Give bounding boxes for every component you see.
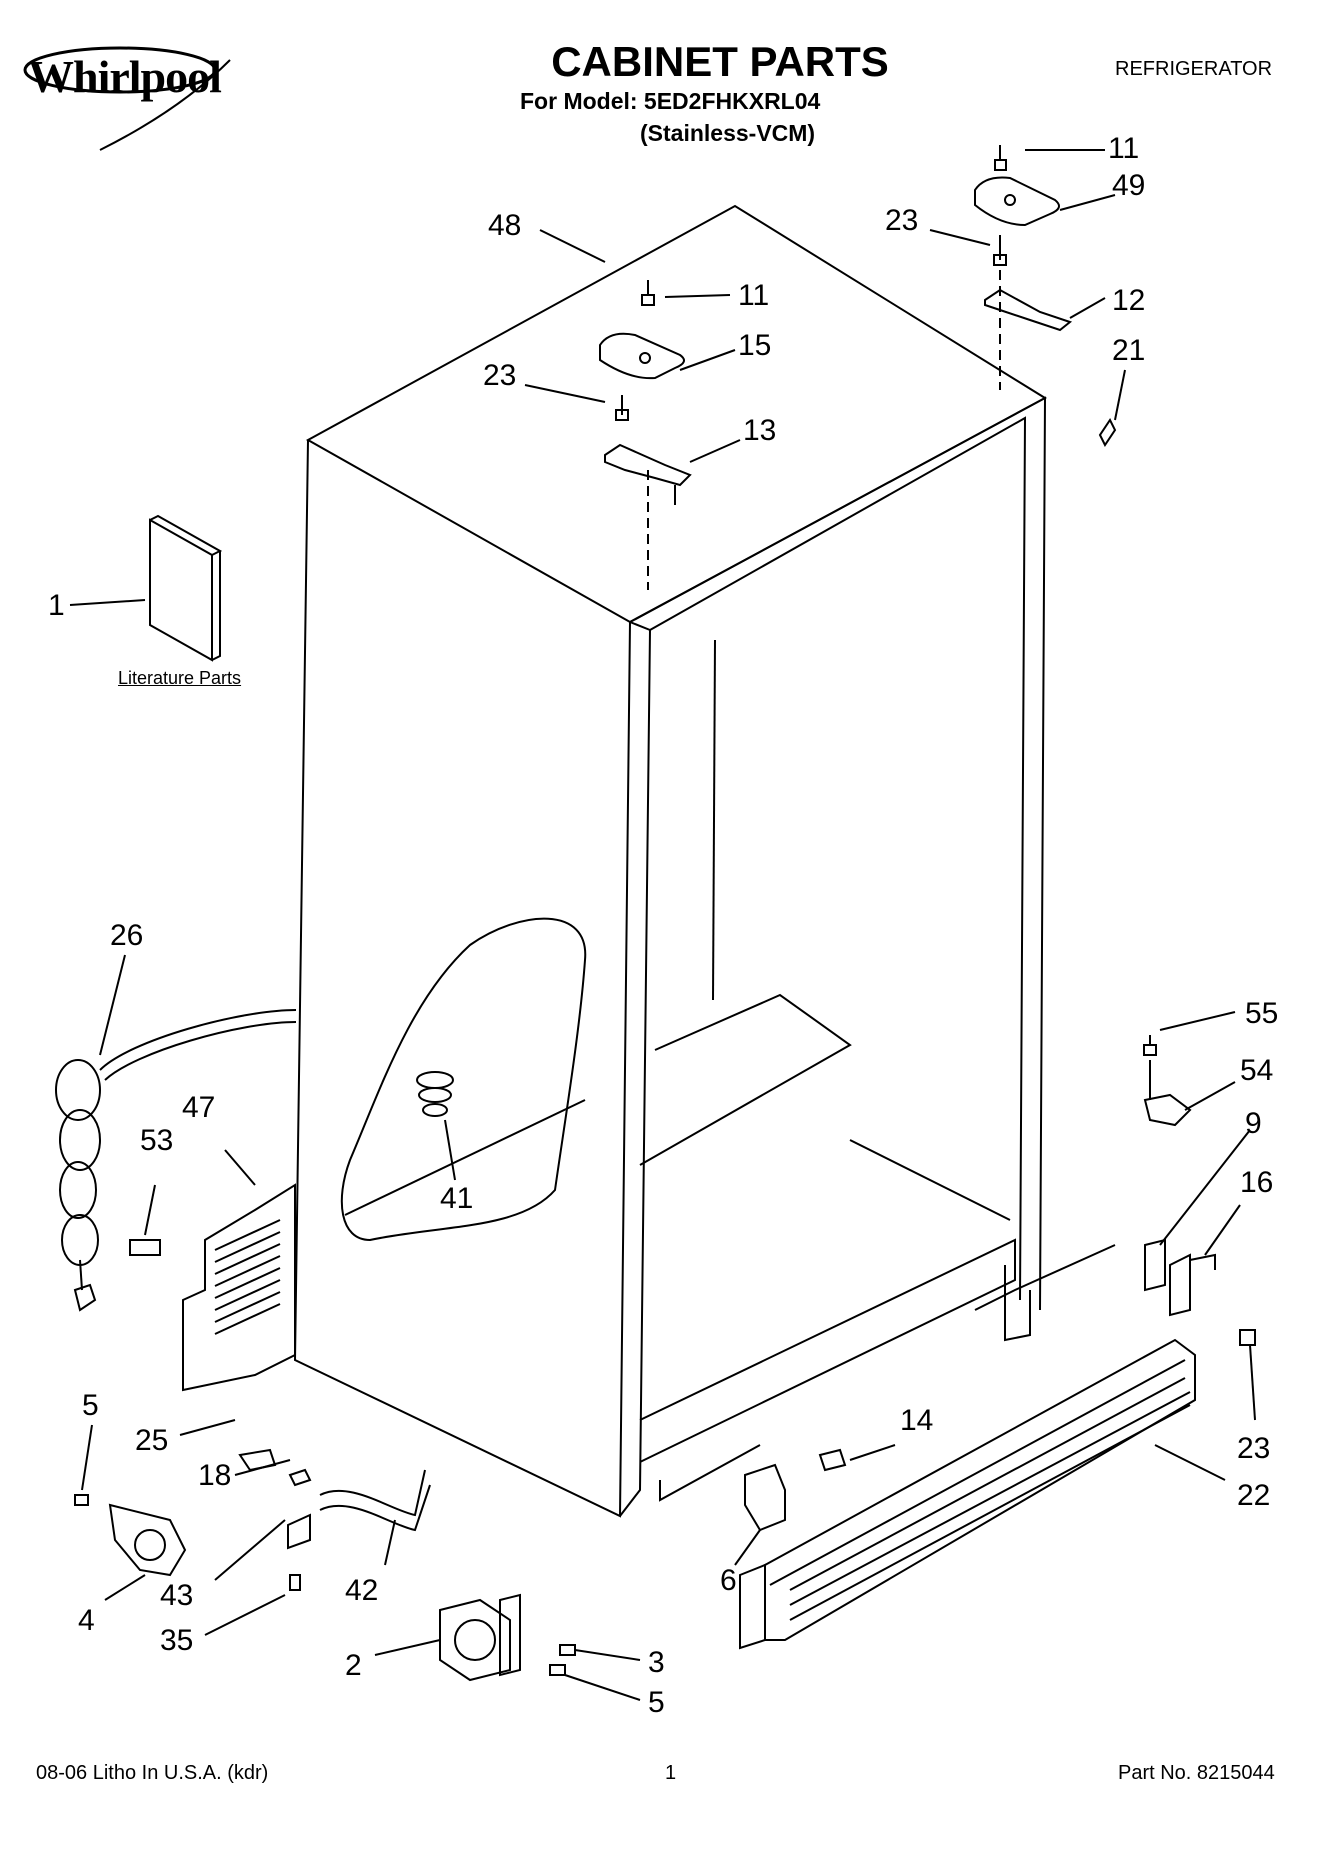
footer-page-number: 1 bbox=[665, 1762, 677, 1784]
callout: 26 bbox=[110, 919, 143, 952]
callout: 5 bbox=[648, 1686, 665, 1719]
model-line: For Model: 5ED2FHKXRL04 bbox=[520, 88, 821, 114]
callout: 47 bbox=[182, 1091, 215, 1124]
callout-labels: 11 49 23 12 21 48 11 15 23 13 1 26 47 53… bbox=[48, 132, 1278, 1719]
literature-parts-label: Literature Parts bbox=[118, 668, 242, 688]
callout: 35 bbox=[160, 1624, 193, 1657]
grille-clip-icon bbox=[744, 1448, 847, 1532]
callout: 23 bbox=[885, 204, 918, 237]
callout: 55 bbox=[1245, 997, 1278, 1030]
callout: 42 bbox=[345, 1574, 378, 1607]
callout: 49 bbox=[1112, 169, 1145, 202]
power-cord-icon bbox=[55, 1059, 101, 1312]
callout: 15 bbox=[738, 329, 771, 362]
callout: 11 bbox=[738, 279, 769, 312]
callout: 18 bbox=[198, 1459, 231, 1492]
logo-swirl-icon bbox=[23, 46, 217, 94]
color-line: (Stainless-VCM) bbox=[640, 120, 816, 146]
callout: 12 bbox=[1112, 284, 1145, 317]
drain-tube-icon bbox=[287, 1469, 431, 1591]
callout: 3 bbox=[648, 1646, 665, 1679]
callout: 43 bbox=[160, 1579, 193, 1612]
hinge-bottom-right-icon bbox=[1143, 1035, 1256, 1346]
callout: 5 bbox=[82, 1389, 99, 1422]
callout: 4 bbox=[78, 1604, 95, 1637]
callout: 54 bbox=[1240, 1054, 1273, 1087]
hinge-top-right-icon bbox=[974, 145, 1117, 447]
callout: 41 bbox=[440, 1182, 473, 1215]
brand-logo: Whirlpool bbox=[28, 50, 222, 103]
bracket-icon bbox=[238, 1448, 312, 1487]
brand-name: Whirlpool bbox=[28, 51, 222, 102]
callout: 16 bbox=[1240, 1166, 1273, 1199]
literature-booklet-icon bbox=[149, 514, 223, 662]
callout: 2 bbox=[345, 1649, 362, 1682]
callout: 9 bbox=[1245, 1107, 1262, 1140]
callout: 53 bbox=[140, 1124, 173, 1157]
page-title: CABINET PARTS bbox=[551, 38, 889, 85]
footer-litho: 08-06 Litho In U.S.A. (kdr) bbox=[36, 1762, 269, 1784]
callout: 21 bbox=[1112, 334, 1145, 367]
rear-grille-icon bbox=[129, 1183, 296, 1392]
category-label: REFRIGERATOR bbox=[1115, 58, 1273, 80]
callout: 1 bbox=[48, 589, 65, 622]
logo-swoosh-icon bbox=[99, 59, 231, 151]
refrigerator-cabinet-outline bbox=[99, 204, 1116, 1518]
callout: 48 bbox=[488, 209, 521, 242]
footer-part-number: Part No. 8215044 bbox=[1118, 1762, 1275, 1784]
callout: 11 bbox=[1108, 132, 1139, 165]
callout: 13 bbox=[743, 414, 776, 447]
cabinet-plug-icon bbox=[416, 1071, 454, 1117]
callout: 25 bbox=[135, 1424, 168, 1457]
hinge-top-center-icon bbox=[599, 280, 692, 590]
front-roller-icon bbox=[439, 1593, 576, 1682]
callout: 14 bbox=[900, 1404, 933, 1437]
toe-grille-icon bbox=[739, 1338, 1196, 1650]
roller-assembly-icon bbox=[74, 1494, 187, 1577]
callout: 22 bbox=[1237, 1479, 1270, 1512]
callout: 6 bbox=[720, 1564, 737, 1597]
callout: 23 bbox=[483, 359, 516, 392]
callout: 23 bbox=[1237, 1432, 1270, 1465]
